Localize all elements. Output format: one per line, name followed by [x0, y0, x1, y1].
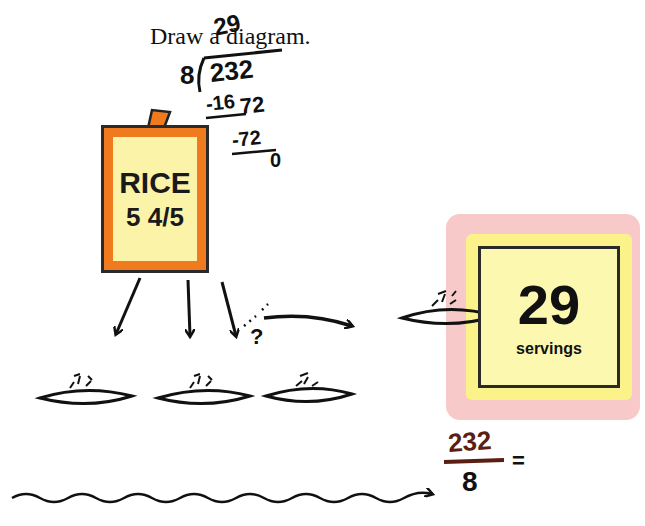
arrow: [116, 278, 140, 334]
plate: [266, 373, 352, 402]
bag-tab: [148, 110, 170, 128]
question-mark: ?: [250, 326, 263, 348]
divisor: 8: [180, 62, 194, 88]
equals-sign: =: [512, 450, 525, 472]
remainder: 0: [270, 150, 281, 170]
highlight: [466, 234, 632, 400]
dotted-line: [244, 304, 268, 326]
subtract-line: [232, 150, 276, 154]
node-text: 5 4/5: [126, 204, 184, 231]
node-heading: 29: [518, 276, 580, 335]
denominator: 8: [462, 468, 478, 496]
numerator: 232: [447, 427, 492, 456]
fraction-bar: [444, 460, 504, 462]
arrow: [222, 282, 236, 336]
highlight: [446, 214, 640, 420]
servings-box: 29 servings: [478, 246, 620, 388]
quotient: 29: [212, 11, 243, 40]
division-bracket: [199, 58, 204, 92]
node-heading: RICE: [119, 167, 191, 199]
wavy-arrow: [12, 493, 432, 502]
plate: [158, 374, 250, 404]
partial-product: -16: [205, 91, 236, 114]
arrow: [188, 280, 190, 336]
arrow: [264, 316, 352, 326]
rice-bag: RICE 5 4/5: [104, 128, 206, 270]
node-text: servings: [516, 341, 582, 358]
plate: [40, 374, 132, 404]
dividend: 232: [209, 56, 255, 86]
remainder-step: 72: [239, 94, 266, 118]
partial-product: -72: [231, 127, 262, 150]
